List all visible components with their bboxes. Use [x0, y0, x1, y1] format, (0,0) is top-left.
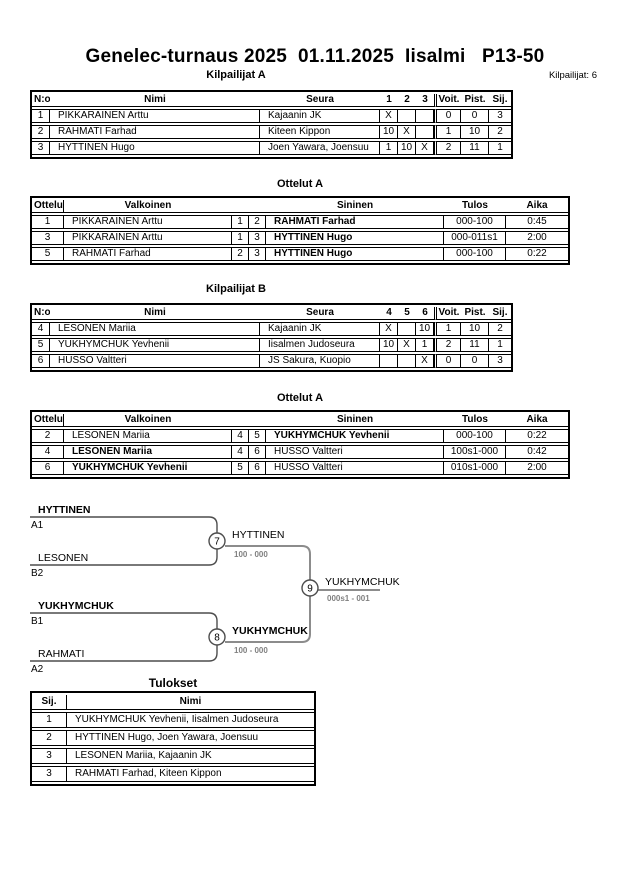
bracket-slot-b2-seed: B2	[31, 568, 44, 579]
match-9-winner: YUKHYMCHUK	[325, 576, 400, 588]
col-result: Tulos	[444, 414, 506, 427]
col-white: Valkoinen	[64, 200, 232, 213]
col-1: 1	[380, 94, 398, 107]
match-8-winner: YUKHYMCHUK	[232, 625, 308, 637]
bracket-slot-a1-seed: A1	[31, 520, 44, 531]
col-club: Seura	[260, 94, 380, 107]
match-7-circle	[208, 532, 226, 550]
col-wins: Voit.	[434, 94, 461, 107]
match-8-score: 100 - 000	[234, 646, 268, 655]
col-4: 4	[380, 307, 398, 320]
pool-a-heading: Kilpailijat A	[206, 69, 266, 81]
col-points: Pist.	[461, 307, 489, 320]
match-8-circle	[208, 628, 226, 646]
col-place: Sij.	[489, 94, 511, 107]
col-match: Ottelu	[32, 414, 64, 427]
match-7-winner: HYTTINEN	[232, 529, 285, 541]
col-time: Aika	[506, 414, 568, 427]
col-name: Nimi	[50, 307, 260, 320]
matches-b-header-row: Ottelu Valkoinen Sininen Tulos Aika	[32, 414, 568, 427]
col-name: Nimi	[67, 695, 314, 710]
match-9-score: 000s1 - 001	[327, 594, 370, 603]
bracket-slot-a2-seed: A2	[31, 664, 44, 675]
col-place: Sij.	[32, 695, 67, 710]
bracket-slot-b2-name: LESONEN	[38, 552, 88, 564]
col-2: 2	[398, 94, 416, 107]
col-points: Pist.	[461, 94, 489, 107]
bracket-slot-b1-name: YUKHYMCHUK	[38, 600, 114, 612]
col-no: N:o	[32, 307, 50, 320]
bracket-slot-a1-name: HYTTINEN	[38, 504, 91, 516]
results-heading: Tulokset	[148, 676, 198, 690]
results-header-row: Sij. Nimi	[32, 695, 314, 710]
match-7-score: 100 - 000	[234, 550, 268, 559]
col-blue: Sininen	[266, 414, 444, 427]
match-9-circle	[301, 579, 319, 597]
col-place: Sij.	[489, 307, 511, 320]
matches-a-heading: Ottelut A	[276, 178, 324, 190]
col-6: 6	[416, 307, 434, 320]
col-club: Seura	[260, 307, 380, 320]
col-white: Valkoinen	[64, 414, 232, 427]
matches-b-heading: Ottelut A	[276, 392, 324, 404]
pool-b-header-row: N:o Nimi Seura 4 5 6 Voit. Pist. Sij.	[32, 307, 511, 320]
final-bracket: HYTTINEN A1 LESONEN B2 YUKHYMCHUK B1 RAH…	[30, 504, 400, 675]
col-wins: Voit.	[434, 307, 461, 320]
match-7-number: 7	[214, 537, 220, 548]
col-match: Ottelu	[32, 200, 64, 213]
col-time: Aika	[506, 200, 568, 213]
pool-b-heading: Kilpailijat B	[206, 283, 266, 295]
bracket-winner-lines	[225, 545, 380, 643]
match-8-number: 8	[214, 633, 220, 644]
matches-a-header-row: Ottelu Valkoinen Sininen Tulos Aika	[32, 200, 568, 213]
col-blue: Sininen	[266, 200, 444, 213]
col-result: Tulos	[444, 200, 506, 213]
col-name: Nimi	[50, 94, 260, 107]
col-3: 3	[416, 94, 434, 107]
col-5: 5	[398, 307, 416, 320]
bracket-slot-b1-seed: B1	[31, 616, 44, 627]
bracket-connector-lines	[30, 516, 218, 662]
bracket-slot-a2-name: RAHMATI	[38, 648, 84, 660]
competitor-count: Kilpailijat: 6	[548, 70, 597, 81]
col-no: N:o	[32, 94, 50, 107]
match-9-number: 9	[307, 584, 313, 595]
pool-a-header-row: N:o Nimi Seura 1 2 3 Voit. Pist. Sij.	[32, 94, 511, 107]
page-title: Genelec-turnaus 2025 01.11.2025 Iisalmi …	[85, 46, 545, 67]
